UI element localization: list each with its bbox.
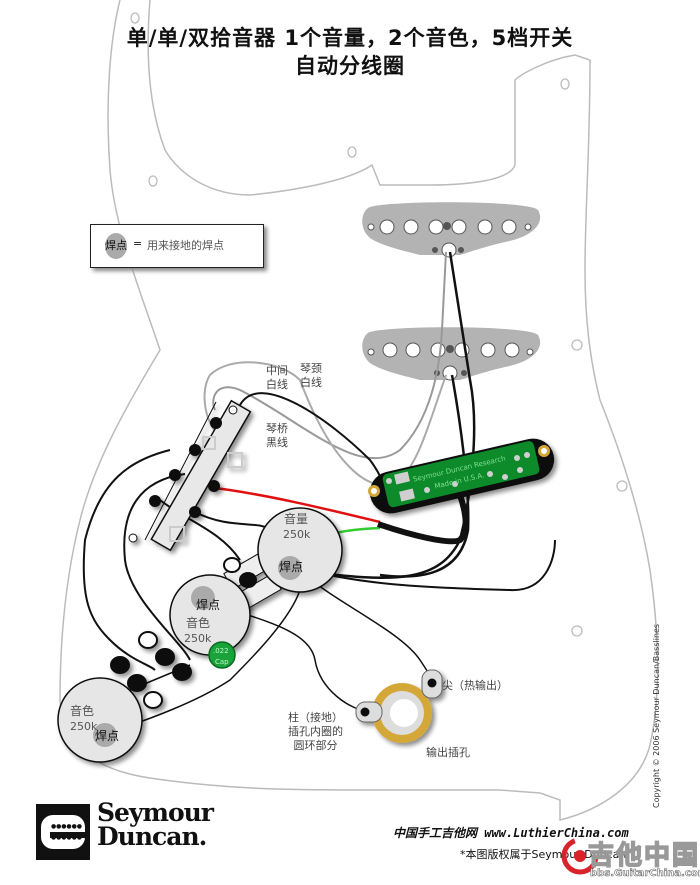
pickguard-screw-holes — [130, 12, 628, 637]
tone1-pot — [138, 574, 251, 681]
legend-equals: = — [133, 237, 143, 250]
label-bridge-black-wire: 琴桥 黑线 — [266, 422, 288, 449]
wire-hot-red — [214, 486, 381, 524]
brand-wordmark: Seymour Duncan. — [97, 798, 214, 851]
watermark-text: 吉他中国 — [587, 840, 700, 872]
switch-lug — [189, 506, 201, 518]
five-way-switch — [128, 399, 252, 552]
brand-line2: Duncan. — [97, 822, 207, 851]
tone1-label: 音色 — [186, 616, 211, 630]
screw-hole — [148, 175, 158, 187]
switch-lug — [210, 417, 222, 429]
wire-humbucker-cable — [377, 494, 469, 545]
switch-lug — [189, 444, 201, 456]
ground-blob — [93, 723, 117, 747]
diagram-title: 单/单/双拾音器 1个音量，2个音色，5档开关 — [126, 26, 574, 50]
watermark-url: bbs.GuitarChina.com — [590, 868, 700, 880]
brand-line1: Seymour — [97, 798, 214, 827]
ground-point-icon — [105, 233, 127, 259]
tone1-ground-label: 焊点 — [196, 598, 221, 612]
screw-hole — [130, 12, 140, 24]
switch-lug — [208, 480, 220, 492]
screw-hole — [347, 146, 357, 158]
tone2-pot — [57, 656, 163, 763]
wire-switch-bottom — [159, 499, 241, 561]
wire-tone-ground — [99, 589, 301, 736]
ground-blob — [278, 556, 302, 580]
jack-tip-label: 尖（热输出） — [442, 679, 508, 692]
seymour-duncan-logo-mark: ● ● ● ● ● ●● ● ● ● ● ● — [36, 804, 90, 860]
capacitor-label: Cap — [215, 658, 229, 666]
footer-site: 中国手工吉他网 www.LuthierChina.com — [393, 826, 629, 840]
legend-box: 焊点 = 用来接地的焊点 — [90, 224, 264, 268]
pickguard-outline — [59, 0, 659, 821]
volume-value: 250k — [283, 528, 311, 541]
wire-middle-white — [203, 361, 447, 486]
tone2-ground-label: 焊点 — [95, 729, 120, 743]
switch-lug — [149, 495, 161, 507]
volume-ground-label: 焊点 — [279, 560, 304, 574]
wire-switch-left — [82, 449, 171, 671]
bridge-humbucker — [368, 438, 555, 514]
tone2-label: 音色 — [70, 704, 95, 718]
screw-hole — [571, 339, 583, 351]
wire-switch-left2 — [123, 473, 191, 661]
wire-volume-ground — [299, 539, 556, 592]
legend-key: 焊点 — [105, 239, 127, 252]
middle-pickup — [362, 327, 541, 381]
legend-description: 用来接地的焊点 — [147, 239, 224, 252]
screw-hole — [560, 78, 570, 90]
jack-sleeve-label: 柱（接地） 插孔内圈的 圆环部分 — [288, 711, 343, 752]
switch-lug — [169, 469, 181, 481]
wire-jack-sleeve — [214, 603, 371, 713]
tone2-value: 250k — [70, 720, 98, 733]
capacitor-value: .022 — [213, 647, 229, 655]
screw-hole — [616, 480, 628, 492]
copyright-text: Copyright © 2006 Seymour Duncan/Bassline… — [652, 623, 661, 808]
wire-switch-bottom2 — [194, 511, 271, 531]
logo-s-icon: ● ● ● ● ● ●● ● ● ● ● ● — [41, 815, 86, 849]
capacitor — [208, 641, 236, 669]
screw-hole — [571, 625, 583, 637]
dragon-logo-icon — [561, 837, 599, 875]
neck-pickup — [362, 202, 541, 258]
tone1-value: 250k — [184, 632, 212, 645]
output-jack-label: 输出插孔 — [426, 746, 470, 759]
ground-blob — [191, 586, 215, 610]
label-middle-white-wire: 中间 白线 — [266, 364, 288, 391]
volume-label: 音量 — [284, 512, 309, 526]
diagram-subtitle: 自动分线圈 — [295, 54, 405, 78]
output-jack — [355, 669, 443, 743]
pickup-wires — [82, 251, 556, 736]
label-neck-white-wire: 琴颈 白线 — [300, 362, 322, 389]
wire-neck-white — [212, 251, 447, 460]
